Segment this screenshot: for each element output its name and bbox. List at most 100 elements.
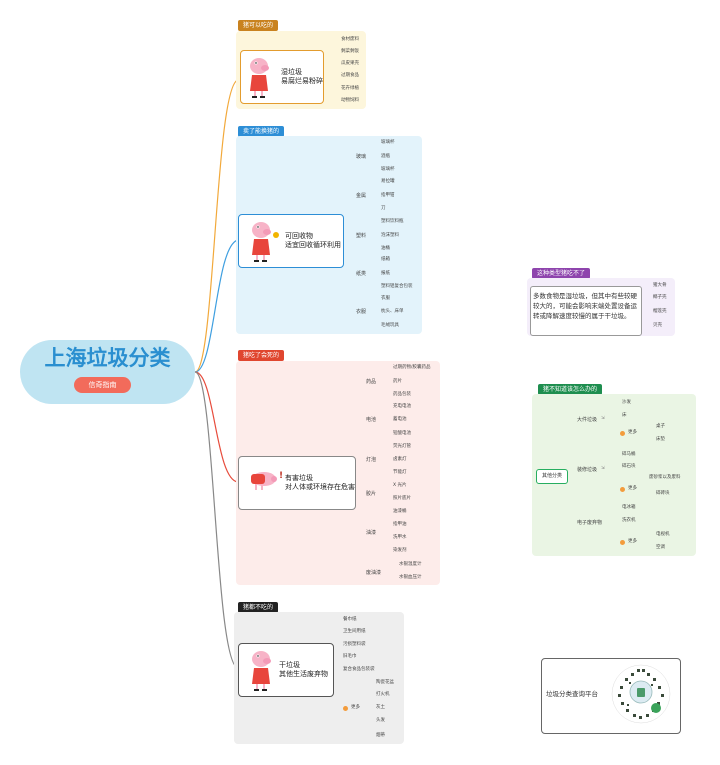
list-item: 玻璃杯 [381, 167, 395, 172]
list-item: 桌子 [656, 424, 665, 429]
list-item: 卫生间用纸 [343, 629, 366, 634]
list-item: 照片底片 [393, 496, 411, 501]
list-item: 洗甲水 [393, 535, 407, 540]
more-icon[interactable] [620, 540, 625, 545]
connector-dry [194, 371, 239, 669]
list-item: 污损塑料袋 [343, 642, 366, 647]
list-item: 指甲油 [393, 522, 407, 527]
recycle-node[interactable]: 可回收物 适宜回收循环利用 [238, 214, 344, 268]
connector-hazard [194, 371, 239, 483]
branch-label: 衣服 [356, 309, 367, 315]
list-item: 剩菜剩饭 [341, 49, 359, 54]
list-item: 榴莲壳 [653, 309, 667, 314]
more-icon[interactable] [620, 431, 625, 436]
list-item: 电冰箱 [622, 505, 636, 510]
list-item: 废砂浆以及废料 [649, 475, 681, 480]
list-item: 陶瓷花盆 [376, 680, 394, 685]
more-icon[interactable] [343, 706, 348, 711]
side-note-box [530, 286, 642, 336]
list-item: 卤素灯 [393, 457, 407, 462]
unknown-tag: 猪不知道该怎么办的 [538, 384, 603, 395]
list-item: 猪大骨 [653, 283, 667, 288]
more-label[interactable]: 更多 [628, 486, 637, 491]
branch-label: 纸类 [356, 271, 367, 277]
list-item: 荧光灯管 [393, 444, 411, 449]
branch-label: 电子废弃物 [577, 520, 603, 526]
list-item: 复合食品包装袋 [343, 667, 375, 672]
list-item: 过期药物/胶囊药品 [393, 365, 431, 370]
list-item: 塑料铝复合包装 [381, 284, 413, 289]
list-item: 毛绒玩具 [381, 323, 399, 328]
list-item: 电视机 [656, 532, 670, 537]
branch-label: 塑料 [356, 233, 367, 239]
unknown-root[interactable]: 其他分类 [536, 469, 568, 484]
list-item: 打火机 [376, 692, 390, 697]
list-item: 动物饲料 [341, 98, 359, 103]
list-item: 纸箱 [381, 257, 390, 262]
list-item: X 光片 [393, 483, 407, 488]
connector-wet [194, 79, 239, 373]
list-item: 旧毛巾 [343, 654, 357, 659]
wet-tag: 猪可以吃的 [238, 20, 279, 31]
list-item: 枕头、床单 [381, 309, 404, 314]
branch-label: 油漆 [366, 530, 377, 536]
list-item: 碎马桶 [622, 452, 636, 457]
dry-line2: 其他生活废弃物 [279, 670, 328, 678]
branch-label: 废油漆 [366, 570, 382, 576]
qr-code-icon [611, 664, 671, 724]
list-item: 易拉罐 [381, 179, 395, 184]
list-item: 灰土 [376, 705, 385, 710]
center-title: 上海垃圾分类 [44, 346, 171, 370]
list-item: 沙发 [622, 400, 631, 405]
more-icon[interactable] [620, 487, 625, 492]
list-item: 床 [622, 413, 627, 418]
wet-node[interactable]: 湿垃圾 易腐烂易粉碎 [240, 50, 324, 104]
coin-icon [273, 232, 279, 238]
list-item: 泡沫塑料 [381, 233, 399, 238]
pig-icon [247, 465, 277, 493]
wet-line2: 易腐烂易粉碎 [281, 77, 323, 85]
connector-recycle [194, 239, 239, 373]
dry-node[interactable]: 干垃圾 其他生活废弃物 [238, 643, 334, 697]
list-item: 指甲钳 [381, 193, 395, 198]
branch-label: 大件垃圾 [577, 417, 598, 423]
list-item: 贝壳 [653, 323, 662, 328]
pig-icon [249, 219, 273, 263]
recycle-tag: 卖了能换猪的 [238, 126, 285, 137]
list-item: 洗衣机 [622, 518, 636, 523]
note-icon: ⇲ [601, 466, 605, 471]
pig-icon [249, 648, 273, 692]
list-item: 烟蒂 [376, 733, 385, 738]
hazard-line2: 对人体或环境存在危害 [285, 483, 355, 491]
list-item: 刀 [381, 206, 386, 211]
list-item: 过期食品 [341, 73, 359, 78]
more-label[interactable]: 更多 [628, 430, 637, 435]
list-item: 玻璃杯 [381, 140, 395, 145]
branch-label: 药品 [366, 379, 377, 385]
list-item: 瓜皮果壳 [341, 61, 359, 66]
more-label[interactable]: 更多 [628, 539, 637, 544]
list-item: 花卉绿植 [341, 86, 359, 91]
warning-icon: ! [279, 471, 284, 481]
list-item: 染发剂 [393, 548, 407, 553]
list-item: 铅酸电池 [393, 431, 411, 436]
list-item: 空调 [656, 545, 665, 550]
list-item: 充电电池 [393, 404, 411, 409]
list-item: 节能灯 [393, 470, 407, 475]
more-label[interactable]: 更多 [351, 705, 360, 710]
branch-label: 灯泡 [366, 457, 377, 463]
list-item: 水银血压计 [399, 575, 422, 580]
side-note-text: 多数食物是湿垃圾，但其中有些较硬较大的，可能会影响末端处置设备运转或降解速度较慢… [533, 292, 637, 320]
qr-label: 垃圾分类查询平台 [546, 690, 598, 698]
branch-label: 电池 [366, 417, 377, 423]
hazard-node[interactable]: ! 有害垃圾 对人体或环境存在危害 [238, 456, 356, 510]
dry-line1: 干垃圾 [279, 661, 300, 669]
hazard-line1: 有害垃圾 [285, 474, 313, 482]
dry-tag: 猪都不吃的 [238, 602, 279, 613]
recycle-line2: 适宜回收循环利用 [285, 241, 341, 249]
list-item: 衣服 [381, 296, 390, 301]
pig-icon [247, 55, 271, 99]
list-item: 酒瓶 [381, 154, 390, 159]
guide-button[interactable]: 信奇指南 [74, 377, 131, 393]
branch-label: 胶片 [366, 491, 377, 497]
